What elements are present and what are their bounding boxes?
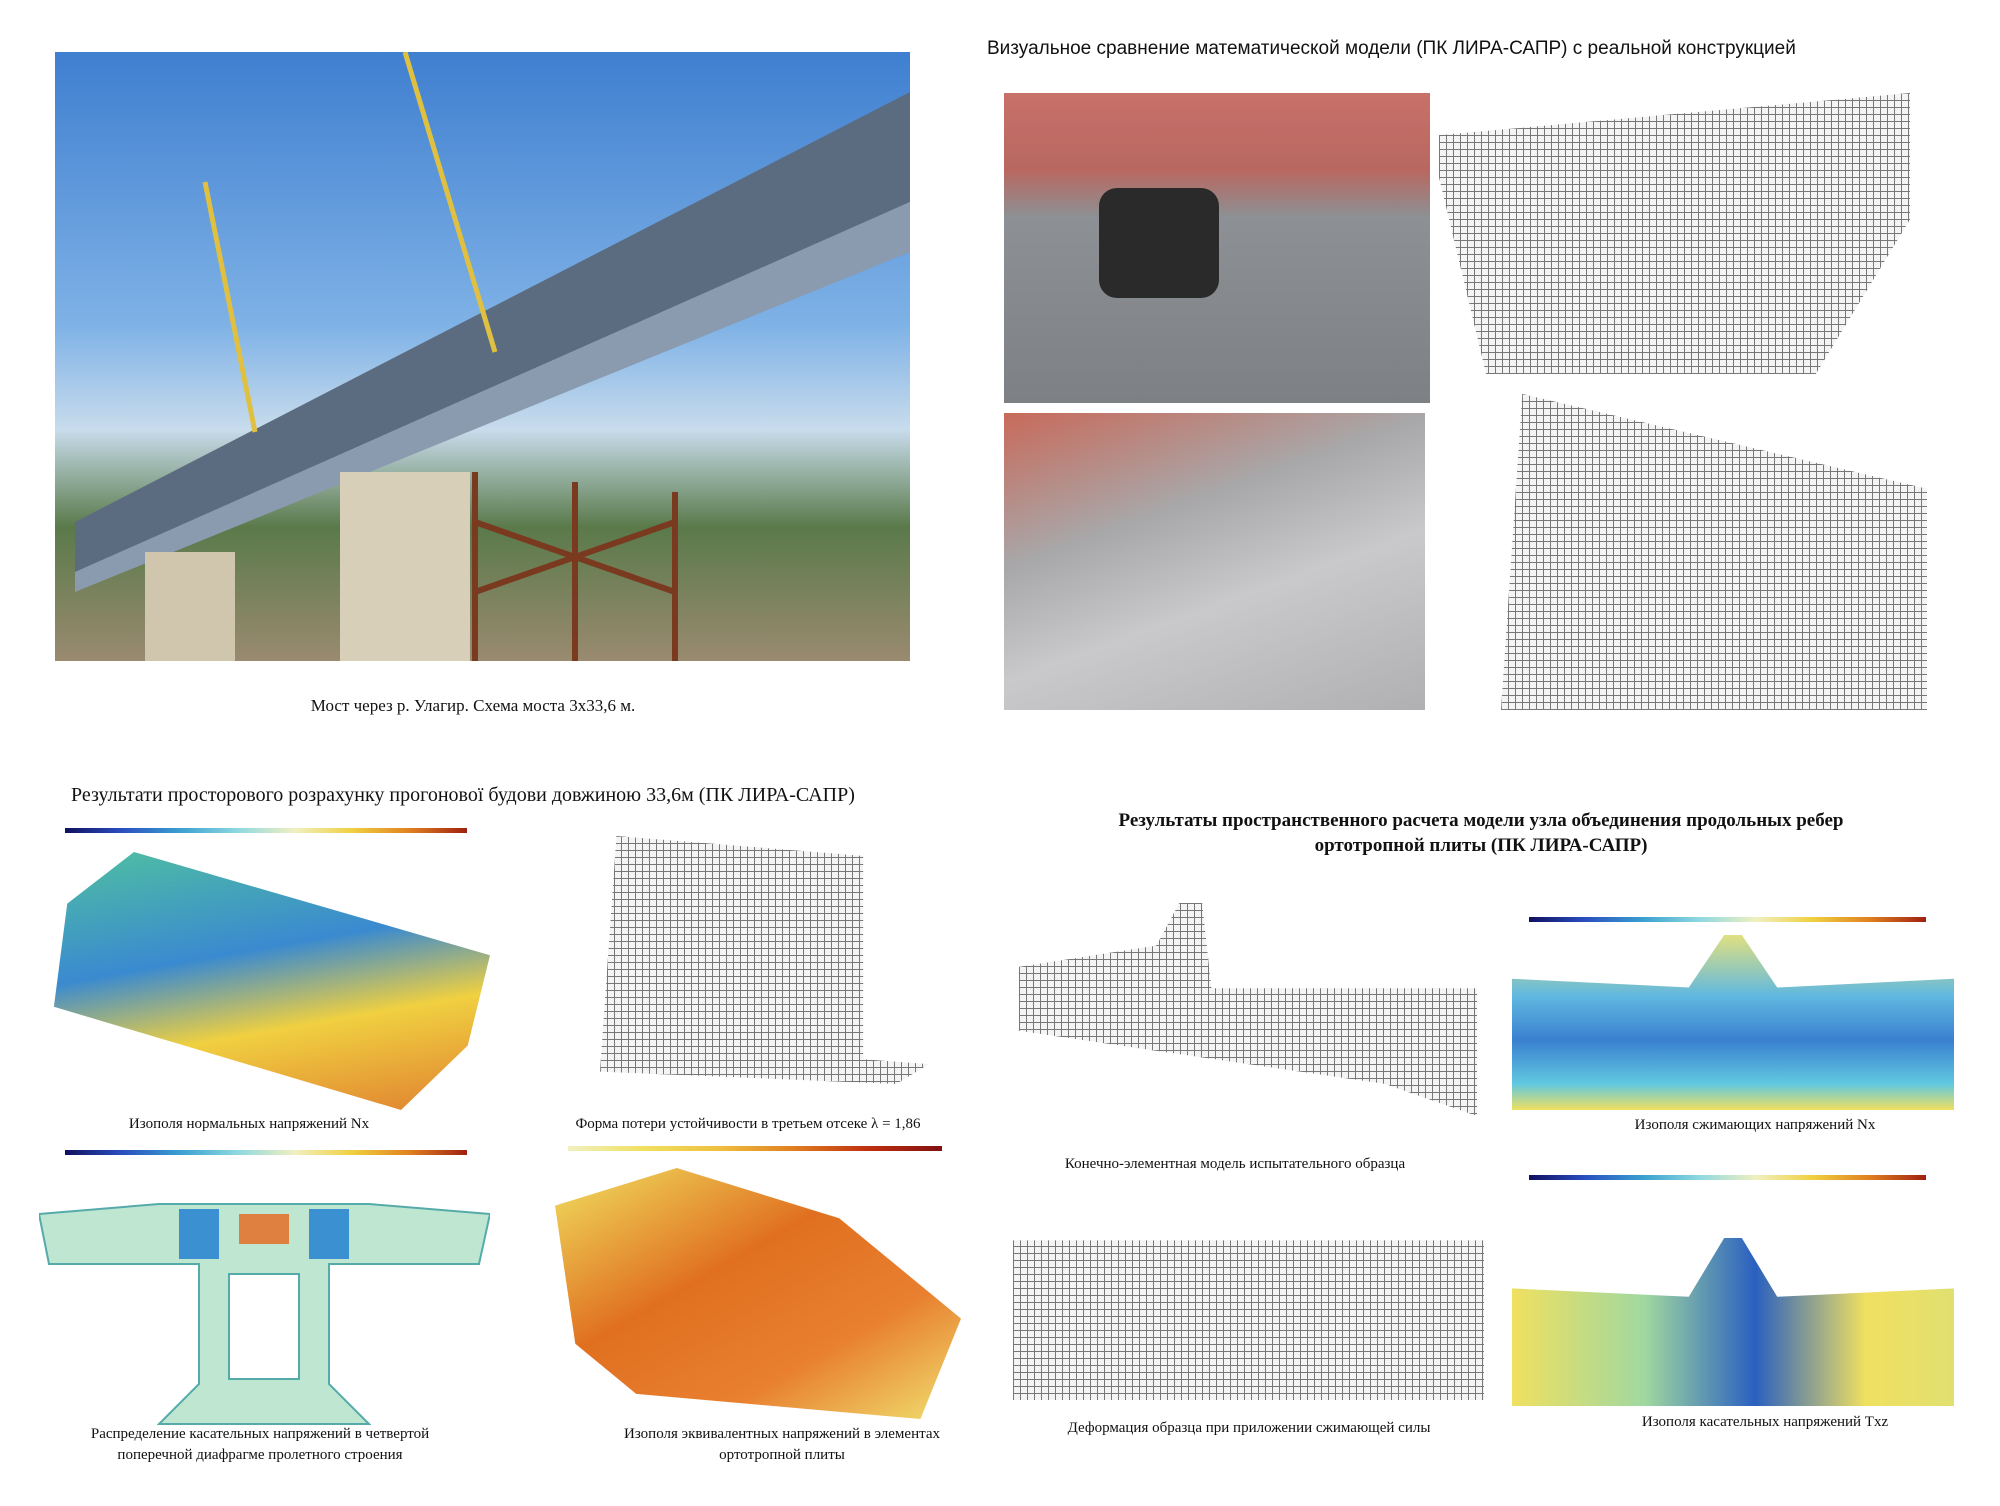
normal-stress-isofield — [53, 852, 490, 1110]
fe-model-view-1 — [1439, 93, 1910, 374]
compressive-stress-isofield — [1512, 935, 1954, 1110]
node-analysis-title-line1: Результаты пространственного расчета мод… — [1118, 810, 1844, 831]
node-analysis-title-line2: ортотропной плиты (ПК ЛИРА-САПР) — [1314, 835, 1648, 856]
bridge-caption: Мост через р. Улагир. Схема моста 3х33,6… — [310, 696, 636, 715]
caption-compressive: Изополя сжимающих напряжений Nx — [1634, 1117, 1876, 1133]
stress-colorbar-nx — [65, 828, 467, 833]
buckling-shape-model — [600, 836, 929, 1084]
caption-fe-model: Конечно-элементная модель испытательного… — [1064, 1156, 1406, 1172]
fe-test-specimen-model — [1019, 903, 1477, 1116]
real-structure-photo-2 — [1004, 413, 1425, 710]
caption-equivalent-line1: Изополя эквивалентных напряжений в элеме… — [623, 1426, 941, 1442]
caption-normal-stress: Изополя нормальных напряжений Nx — [128, 1116, 370, 1132]
caption-shear-txz: Изополя касательных напряжений Txz — [1641, 1414, 1889, 1430]
real-structure-photo-1 — [1004, 93, 1430, 403]
equivalent-stress-colorbar — [568, 1146, 942, 1151]
caption-shear-line2: поперечной диафрагме пролетного строения — [117, 1447, 403, 1463]
shear-stress-txz-isofield — [1512, 1238, 1954, 1406]
span-analysis-title: Результати просторового розрахунку прого… — [71, 784, 855, 806]
caption-shear-line1: Распределение касательных напряжений в ч… — [90, 1426, 430, 1442]
fe-model-view-2 — [1501, 394, 1927, 710]
shear-stress-colorbar — [65, 1150, 467, 1155]
diaphragm-shape — [39, 1203, 490, 1425]
compressive-stress-colorbar — [1529, 917, 1926, 922]
comparison-title: Визуальное сравнение математической моде… — [987, 38, 1796, 59]
caption-deformation: Деформация образца при приложении сжимаю… — [1067, 1420, 1431, 1436]
caption-buckling: Форма потери устойчивости в третьем отсе… — [575, 1116, 921, 1132]
equivalent-stress-isofield — [555, 1168, 961, 1419]
bridge-illustration — [75, 52, 910, 661]
specimen-deformation-model — [1013, 1240, 1484, 1400]
bridge-photo — [55, 52, 910, 661]
diaphragm-shear-stress — [39, 1174, 490, 1426]
caption-equivalent-line2: ортотропной плиты — [719, 1447, 845, 1463]
shear-stress-txz-colorbar — [1529, 1175, 1926, 1180]
